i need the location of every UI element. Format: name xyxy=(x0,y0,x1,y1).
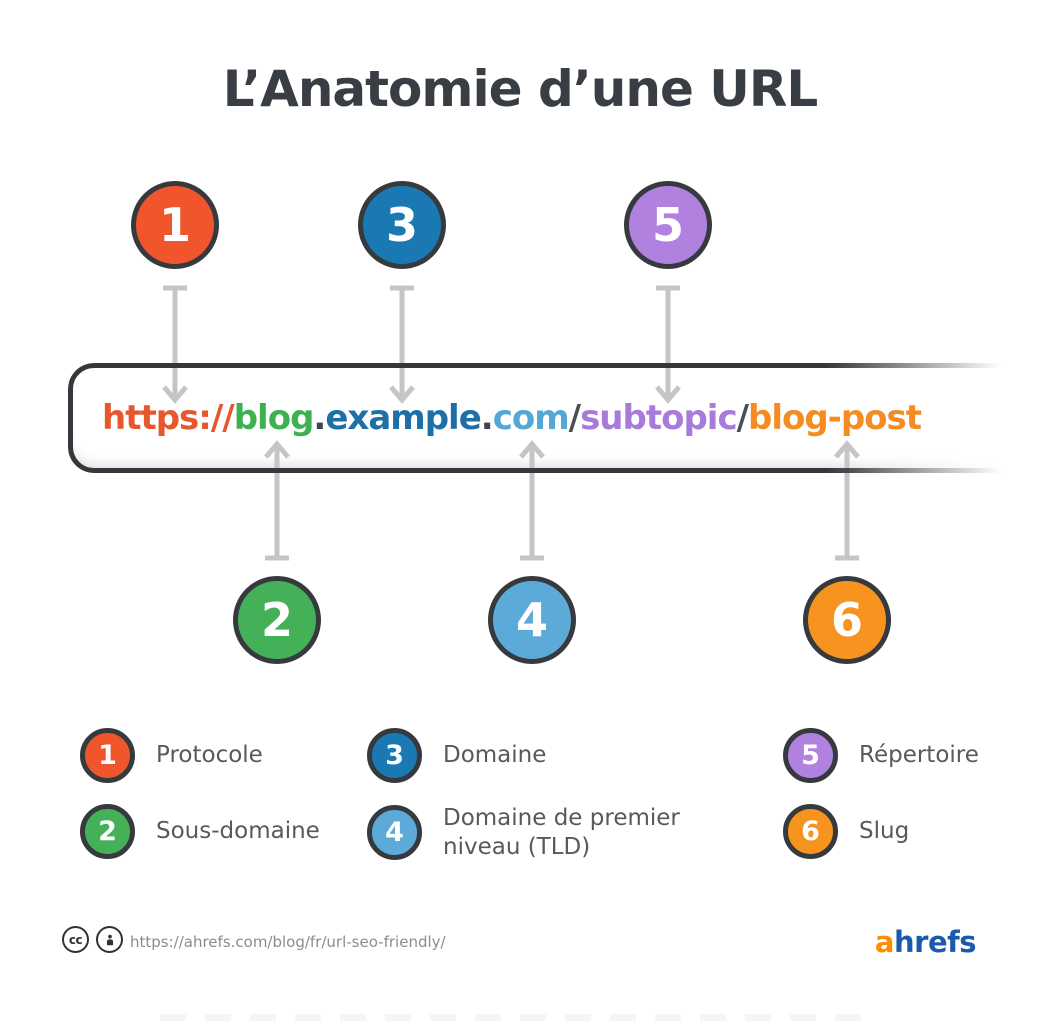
url-separator-slash: / xyxy=(568,398,581,438)
legend-item-tld: 4 Domaine de premier niveau (TLD) xyxy=(367,804,683,862)
marker-circle-4: 4 xyxy=(488,576,576,664)
marker-circle-6: 6 xyxy=(803,576,891,664)
legend-label-slug: Slug xyxy=(859,818,910,845)
url-text: https:// blog . example . com / subtopic… xyxy=(102,363,922,473)
legend-item-directory: 5 Répertoire xyxy=(783,728,979,783)
url-separator-dot: . xyxy=(313,398,326,438)
arrow-down-protocol xyxy=(159,285,191,405)
marker-circle-2: 2 xyxy=(233,576,321,664)
legend-label-domain: Domaine xyxy=(443,742,547,769)
bottom-dashed-line xyxy=(160,1014,870,1021)
legend-label-directory: Répertoire xyxy=(859,742,979,769)
legend-item-domain: 3 Domaine xyxy=(367,728,546,783)
legend-marker-4: 4 xyxy=(367,805,422,861)
ahrefs-logo-a: a xyxy=(874,925,895,959)
marker-circle-3: 3 xyxy=(358,181,446,269)
legend-item-slug: 6 Slug xyxy=(783,804,909,859)
legend-item-subdomain: 2 Sous-domaine xyxy=(80,804,320,859)
arrow-up-subdomain xyxy=(261,440,293,564)
source-url[interactable]: https://ahrefs.com/blog/fr/url-seo-frien… xyxy=(130,933,446,951)
legend-marker-5: 5 xyxy=(783,728,838,783)
legend-marker-2: 2 xyxy=(80,804,135,859)
legend-item-protocol: 1 Protocole xyxy=(80,728,263,783)
arrow-up-slug xyxy=(831,440,863,564)
legend-label-subdomain: Sous-domaine xyxy=(156,818,320,845)
arrow-down-directory xyxy=(652,285,684,405)
legend-marker-1: 1 xyxy=(80,728,135,783)
arrow-up-tld xyxy=(516,440,548,564)
url-segment-subdomain: blog xyxy=(233,398,315,438)
url-segment-protocol: https:// xyxy=(102,398,235,438)
url-segment-tld: com xyxy=(492,398,570,438)
legend-marker-3: 3 xyxy=(367,728,422,783)
footer: cc https://ahrefs.com/blog/fr/url-seo-fr… xyxy=(0,922,1040,962)
legend-marker-6: 6 xyxy=(783,804,838,859)
url-segment-directory: subtopic xyxy=(580,398,738,438)
url-bar-border xyxy=(68,363,1040,473)
ahrefs-logo-hrefs: hrefs xyxy=(894,925,977,959)
url-segment-slug: blog-post xyxy=(748,398,922,438)
arrow-down-domain xyxy=(386,285,418,405)
page-title: L’Anatomie d’une URL xyxy=(222,60,818,118)
url-separator-slash: / xyxy=(736,398,749,438)
legend-label-tld: Domaine de premier niveau (TLD) xyxy=(443,805,680,860)
url-segment-domain: example xyxy=(325,398,481,438)
marker-circle-1: 1 xyxy=(131,181,219,269)
license-icons: cc xyxy=(62,926,123,953)
marker-circle-5: 5 xyxy=(624,181,712,269)
cc-by-attribution-icon xyxy=(96,926,123,953)
url-bar-background xyxy=(68,363,1040,473)
legend-label-protocol: Protocole xyxy=(156,742,263,769)
person-icon xyxy=(106,934,113,945)
cc-icon: cc xyxy=(62,926,89,953)
url-separator-dot: . xyxy=(480,398,494,438)
